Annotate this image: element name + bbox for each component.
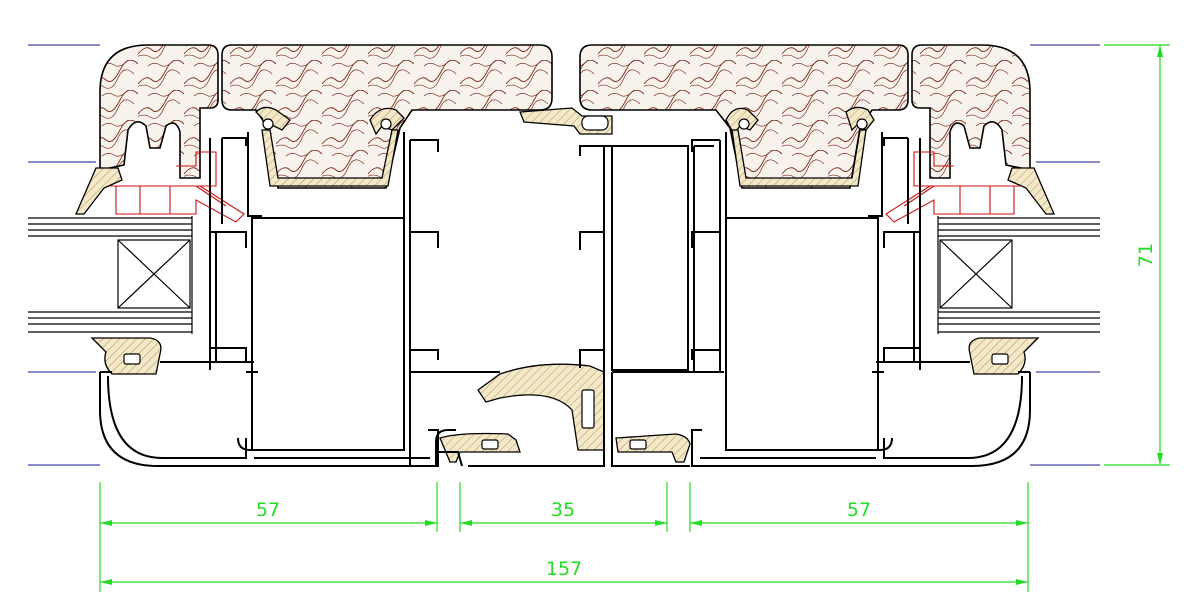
aluminium-frame-profile [99,132,1031,467]
left-sash-chamber [251,217,405,451]
left-sash-profile [99,217,439,467]
dim-label-left-sash: 57 [256,499,280,521]
left-outer-glazing-gasket [75,167,123,215]
wood-cladding-right-outer [911,44,1031,179]
center-mullion-profile [409,145,724,467]
dimension-arrows [100,45,1163,585]
right-sash-chamber [725,217,879,451]
right-spacer-bar [939,239,1013,309]
dim-label-center-mullion: 35 [551,499,575,521]
dim-label-height: 71 [1135,243,1157,267]
left-spacer-bar [117,239,191,309]
glass-reference-lines [28,44,1100,466]
bottom-left-runner-seal [439,432,521,463]
dim-label-right-sash: 57 [847,499,871,521]
right-glazing-unit [937,216,1100,334]
bottom-right-runner-seal [615,433,691,463]
dim-label-overall-width: 157 [546,558,582,580]
right-sash-profile [691,217,1031,467]
dimension-labels: 57 35 57 157 71 [256,243,1157,580]
right-outer-glazing-gasket [1007,167,1055,215]
gasket-cavities [123,115,1009,450]
left-glazing-unit [28,216,193,334]
dimension-annotations [99,44,1170,592]
thermal-break-left [110,151,245,223]
thermal-break-right [885,151,1020,223]
left-bead-channel [261,129,399,187]
wood-cladding-left-outer [99,44,219,179]
center-mullion-chamber [611,145,689,371]
right-bead-channel [731,129,867,187]
